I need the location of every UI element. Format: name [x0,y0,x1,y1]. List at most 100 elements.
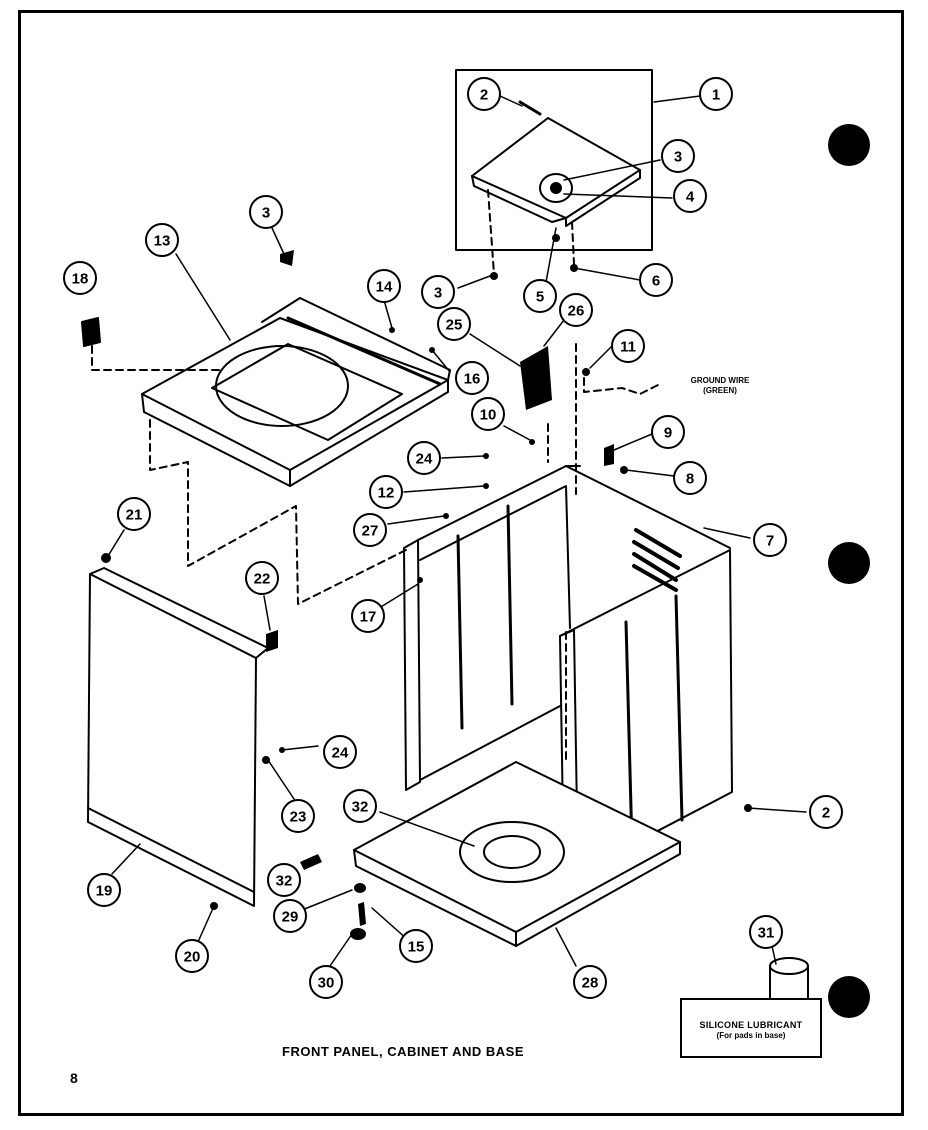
callout-circle-2-right [809,795,843,829]
callout-circle-10 [471,397,505,431]
callout-label-30: 30 [318,975,335,992]
callout-circle-5 [523,279,557,313]
leader-3-cover [271,227,285,255]
binder-hole-top [828,124,870,166]
console-screw [518,100,542,116]
base-right-edge [515,841,681,947]
callout-circle-31 [749,915,783,949]
callout-circle-7 [753,523,787,557]
callout-circle-19 [87,873,121,907]
callout-label-5: 5 [536,289,544,306]
screw-21 [101,553,111,563]
silicone-lubricant-label: SILICONE LUBRICANT [699,1020,803,1030]
callout-label-14: 14 [376,279,393,296]
callout-label-27: 27 [362,523,379,540]
screw-10 [529,439,535,445]
screw-16 [429,347,435,353]
cabinet-rib-2 [506,504,514,706]
leader-21 [107,529,125,557]
screw-27 [443,513,449,519]
leader-19 [111,843,141,875]
callout-label-2-right: 2 [822,805,830,822]
callout-label-4: 4 [686,189,695,206]
leader-15 [371,907,409,941]
leader-6 [573,267,641,281]
top-cover-front-edge [141,393,291,487]
top-cover-opening [211,343,403,441]
front-panel-bottom-lip [87,807,255,893]
leader-24-top [441,455,485,459]
callout-circle-15 [399,929,433,963]
callout-circle-21 [117,497,151,531]
page-number: 8 [70,1070,78,1086]
cabinet-top-left [417,465,581,541]
silicone-usage-label: (For pads in base) [716,1031,786,1040]
leader-23 [267,759,297,803]
cabinet-vents [632,528,682,592]
clip-9 [604,444,614,466]
screw-8 [620,466,628,474]
callout-label-3-cover: 3 [262,205,270,222]
callout-label-9: 9 [664,425,672,442]
leader-8 [625,469,675,477]
callout-label-26: 26 [568,303,585,320]
screw-console-6 [570,264,578,272]
callout-label-28: 28 [582,975,599,992]
leader-30 [329,933,353,967]
screw-console-5 [552,234,560,242]
base-drive-hub [483,835,541,869]
callout-circle-14 [367,269,401,303]
callout-circle-3-console [661,139,695,173]
binder-hole-bottom [828,976,870,1018]
callout-circle-29 [273,899,307,933]
callout-circle-16 [455,361,489,395]
callout-circle-24-top [407,441,441,475]
callout-circle-26 [559,293,593,327]
silicone-lubricant-note: SILICONE LUBRICANT (For pads in base) [680,998,822,1058]
ground-wire-note: GROUND WIRE (GREEN) [675,376,765,396]
callout-label-8: 8 [686,471,694,488]
callout-label-12: 12 [378,485,395,502]
callout-label-7: 7 [766,533,774,550]
base-drive-ring [459,821,565,883]
leader-2-right [747,807,807,813]
front-panel-top-edge [89,567,269,659]
callout-circle-25 [437,307,471,341]
callout-label-20: 20 [184,949,201,966]
callout-label-17: 17 [360,609,377,626]
callout-label-16: 16 [464,371,481,388]
callout-label-23: 23 [290,809,307,826]
top-cover-right-edge [289,379,449,487]
cabinet-rib-3 [624,620,634,848]
foot-29 [354,883,366,893]
callout-circle-13 [145,223,179,257]
screw-17 [417,577,423,583]
leader-1 [653,95,701,103]
cabinet-back-top [565,465,731,549]
screw-24-mid [279,747,285,753]
callout-label-10: 10 [480,407,497,424]
leader-20 [197,905,215,943]
callout-circle-32-base [343,789,377,823]
callout-label-15: 15 [408,939,425,956]
cabinet-inner-floor [419,705,561,781]
callout-label-29: 29 [282,909,299,926]
console-knob-hub [550,182,562,194]
foot-30 [350,928,366,940]
clip-22 [266,630,278,652]
leader-22 [263,595,271,631]
leader-17 [375,583,419,611]
leader-24-mid [281,745,319,751]
callout-label-25: 25 [446,317,463,334]
bracket-25 [520,346,552,410]
screw-12 [483,483,489,489]
callout-circle-28 [573,965,607,999]
leader-31 [771,945,777,965]
base-front-edge [353,849,517,947]
leader-26 [543,319,565,347]
callout-circle-3-left [421,275,455,309]
screw-cover-3 [280,250,294,266]
foot-15 [358,902,366,926]
callout-circle-6 [639,263,673,297]
